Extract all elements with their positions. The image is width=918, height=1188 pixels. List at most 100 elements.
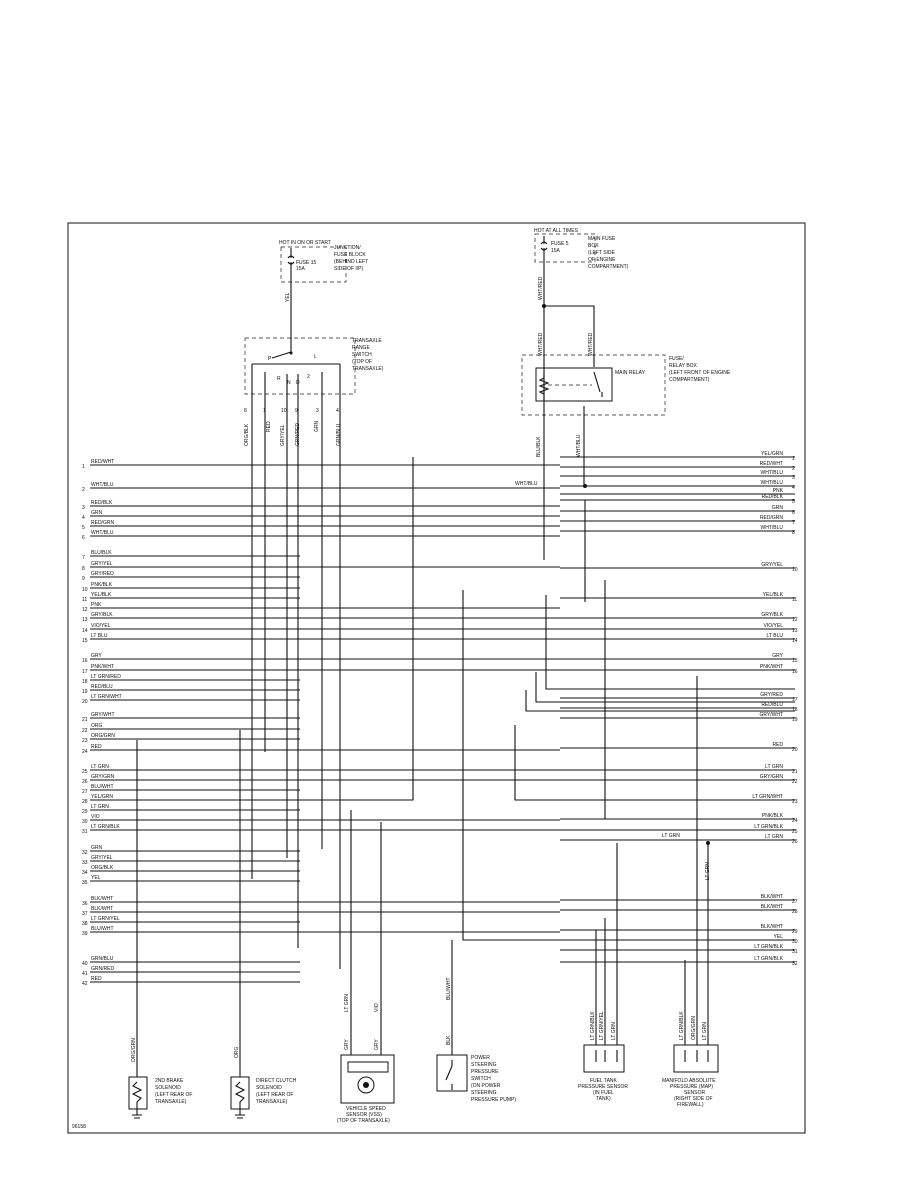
right-row-pin: 10 xyxy=(792,567,798,573)
svg-text:FUSE BLOCK: FUSE BLOCK xyxy=(334,252,366,258)
left-row-pin: 5 xyxy=(82,525,85,531)
fuel-tank-pressure-sensor: LT GRN/BLK LT GRN/YEL LT GRN FUEL TANK P… xyxy=(578,918,628,1102)
right-row-label: VIO/YEL xyxy=(764,623,784,629)
svg-text:OF ENGINE: OF ENGINE xyxy=(588,257,616,263)
svg-text:RED: RED xyxy=(266,421,272,432)
left-row-pin: 30 xyxy=(82,819,88,825)
left-row-label: LT BLU xyxy=(91,633,108,639)
right-row-pin: 26 xyxy=(792,839,798,845)
left-row-label: YEL xyxy=(91,875,101,881)
left-row-label: BLU/BLK xyxy=(91,550,112,556)
left-row-label: GRY/WHT xyxy=(91,712,115,718)
left-row-label: LT GRN xyxy=(91,804,109,810)
svg-text:SIDE OF I/P): SIDE OF I/P) xyxy=(334,266,364,272)
left-row: 11 YEL/BLK xyxy=(82,592,300,603)
fuse5-label: FUSE 5 xyxy=(551,241,569,247)
left-row: 5 RED/GRN xyxy=(82,520,300,531)
right-row-pin: 27 xyxy=(792,899,798,905)
svg-text:GRN/RED: GRN/RED xyxy=(295,423,301,446)
svg-text:STEERING: STEERING xyxy=(471,1062,497,1068)
svg-text:GRY: GRY xyxy=(374,1039,380,1050)
left-row-label: RED xyxy=(91,744,102,750)
left-row-label: BLK/WHT xyxy=(91,896,113,902)
left-row-pin: 33 xyxy=(82,860,88,866)
left-row-pin: 40 xyxy=(82,961,88,967)
left-row-label: YEL/BLK xyxy=(91,592,112,598)
svg-text:TRANSAXLE: TRANSAXLE xyxy=(352,338,382,344)
svg-text:ORG/GRN: ORG/GRN xyxy=(691,1016,697,1040)
svg-text:WHT/RED: WHT/RED xyxy=(588,332,594,356)
right-row-label: RED/GRN xyxy=(760,515,783,521)
svg-text:LT GRN: LT GRN xyxy=(705,862,711,880)
svg-text:COMPARTMENT): COMPARTMENT) xyxy=(588,264,629,270)
svg-text:RANGE: RANGE xyxy=(352,345,370,351)
svg-text:TRANSAXLE): TRANSAXLE) xyxy=(256,1099,288,1105)
left-row-label: LT GRN/BLK xyxy=(91,824,120,830)
svg-text:(BEHIND LEFT: (BEHIND LEFT xyxy=(334,259,368,265)
right-row-pin: 19 xyxy=(792,717,798,723)
left-row-label: GRN xyxy=(91,510,103,516)
svg-text:FUEL TANK: FUEL TANK xyxy=(590,1078,618,1084)
left-row: 7 BLU/BLK xyxy=(82,550,300,561)
left-row-label: PNK/WHT xyxy=(91,664,114,670)
right-row-pin: 22 xyxy=(792,779,798,785)
left-row-label: VIO/YEL xyxy=(91,623,111,629)
left-row-pin: 7 xyxy=(82,555,85,561)
svg-text:3: 3 xyxy=(316,408,319,414)
right-row-pin: 24 xyxy=(792,818,798,824)
left-row-label: GRN xyxy=(91,845,103,851)
direct-clutch-solenoid: ORG DIRECT CLUTCH SOLENOID (LEFT REAR OF… xyxy=(230,730,297,1119)
svg-text:FUSE/: FUSE/ xyxy=(669,356,684,362)
left-row-label: LT GRN/YEL xyxy=(91,916,120,922)
svg-text:MAIN RELAY: MAIN RELAY xyxy=(615,370,646,376)
svg-text:2ND BRAKE: 2ND BRAKE xyxy=(155,1078,184,1084)
left-connector-rows: 1RED/WHT2WHT/BLU3RED/BLK4GRN5RED/GRN6WHT… xyxy=(82,459,560,987)
left-row-pin: 11 xyxy=(82,597,87,603)
svg-text:PRESSURE SENSOR: PRESSURE SENSOR xyxy=(578,1084,628,1090)
diagram-frame xyxy=(67,222,806,1134)
right-row-label: LT GRN/WHT xyxy=(752,794,783,800)
left-row-pin: 23 xyxy=(82,738,88,744)
left-row-label: BLK/WHT xyxy=(91,906,113,912)
left-row-label: RED/GRN xyxy=(91,520,114,526)
svg-text:1: 1 xyxy=(263,408,266,414)
left-row-label: RED xyxy=(91,976,102,982)
svg-text:GRY: GRY xyxy=(344,1039,350,1050)
right-row-pin: 16 xyxy=(792,669,798,675)
right-row-pin: 18 xyxy=(792,707,798,713)
right-row-label: LT GRN/BLK xyxy=(754,956,783,962)
svg-text:DIRECT CLUTCH: DIRECT CLUTCH xyxy=(256,1078,297,1084)
left-row-label: GRY/YEL xyxy=(91,855,113,861)
right-row-pin: 15 xyxy=(792,658,798,664)
svg-text:(TOP OF TRANSAXLE): (TOP OF TRANSAXLE) xyxy=(337,1118,390,1124)
right-row-label: BLK/WHT xyxy=(761,904,783,910)
left-row-pin: 14 xyxy=(82,628,88,634)
right-row-label: BLK/WHT xyxy=(761,924,783,930)
svg-text:BOX: BOX xyxy=(588,243,599,249)
right-row-pin: 20 xyxy=(792,747,798,753)
svg-text:PRESSURE: PRESSURE xyxy=(471,1069,499,1075)
